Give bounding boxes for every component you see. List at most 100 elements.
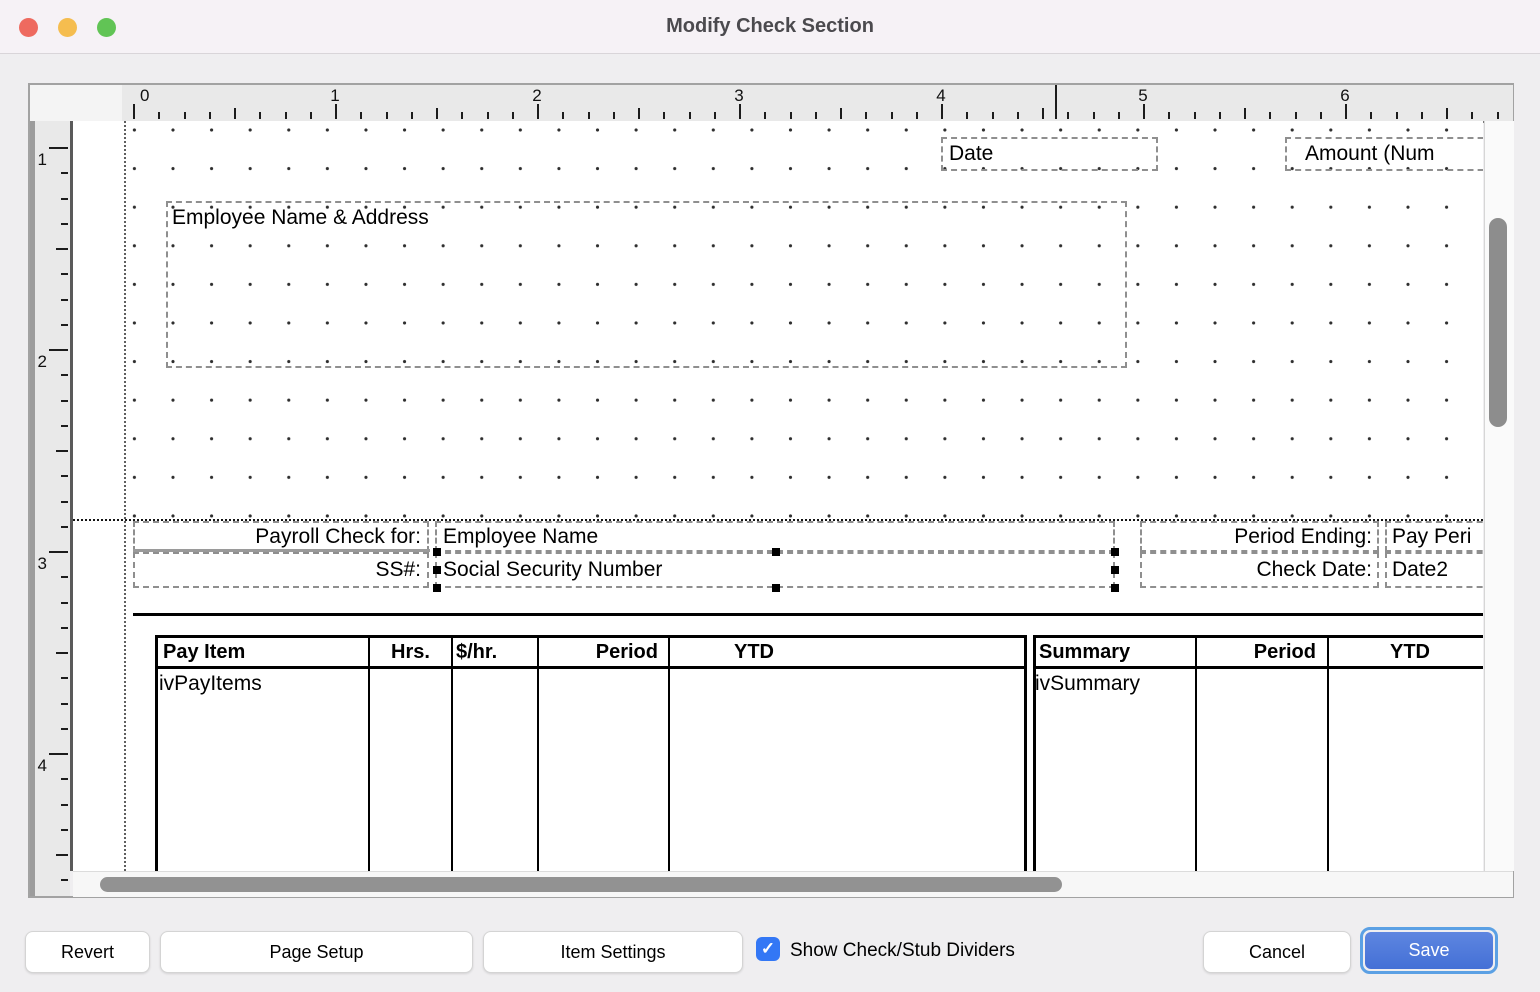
ruler-edge-strip: [30, 121, 35, 896]
v-ruler-tick: [61, 374, 68, 377]
v-ruler-tick: [49, 147, 68, 149]
v-ruler-tick: [61, 500, 68, 503]
horizontal-ruler: 0 1 2 3 4 5 6: [122, 85, 1513, 123]
ss-label[interactable]: SS#:: [133, 552, 429, 588]
pay-table-column-line: [537, 635, 539, 871]
v-ruler-tick: [61, 803, 68, 806]
h-ruler-tick: [941, 104, 943, 119]
save-button[interactable]: Save: [1360, 927, 1498, 974]
pay-table-header[interactable]: $/hr.: [456, 640, 498, 663]
check-stub-divider: [73, 519, 1483, 521]
selection-handle[interactable]: [1111, 584, 1119, 592]
revert-button[interactable]: Revert: [25, 931, 150, 973]
h-ruler-tick: [385, 112, 388, 119]
item-settings-button[interactable]: Item Settings: [483, 931, 743, 973]
h-ruler-tick: [663, 112, 666, 119]
pay-table-header[interactable]: YTD: [734, 640, 774, 663]
v-ruler-tick: [61, 197, 68, 200]
h-ruler-tick: [1370, 112, 1373, 119]
selection-handle[interactable]: [1111, 548, 1119, 556]
check-date-label[interactable]: Check Date:: [1140, 552, 1379, 588]
v-ruler-tick: [49, 551, 68, 553]
selection-handle[interactable]: [772, 548, 780, 556]
period-ending-label[interactable]: Period Ending:: [1140, 521, 1379, 552]
h-ruler-tick: [1395, 112, 1398, 119]
h-ruler-tick: [1269, 112, 1272, 119]
pay-table-row-value[interactable]: ivPayItems: [159, 672, 262, 695]
v-ruler-number: 3: [37, 554, 47, 573]
minimize-button-icon[interactable]: [58, 18, 77, 37]
selection-handle[interactable]: [772, 584, 780, 592]
close-button-icon[interactable]: [19, 18, 38, 37]
v-ruler-tick: [61, 702, 68, 705]
v-ruler-tick: [61, 172, 68, 175]
h-ruler-tick: [1471, 112, 1474, 119]
summary-table-row-value[interactable]: ivSummary: [1035, 672, 1141, 695]
h-ruler-tick: [1345, 104, 1347, 119]
v-ruler-tick: [61, 399, 68, 402]
margin-guide-line: [124, 121, 126, 871]
h-ruler-tick: [234, 108, 236, 119]
h-ruler-tick: [1496, 112, 1499, 119]
amount-field[interactable]: Amount (Num: [1285, 137, 1483, 171]
h-ruler-number: 0: [140, 86, 150, 105]
employee-address-field[interactable]: Employee Name & Address: [166, 201, 1127, 368]
v-ruler-tick: [61, 323, 68, 326]
h-ruler-tick: [259, 112, 262, 119]
summary-table-header[interactable]: YTD: [1390, 640, 1430, 663]
pay-table-header[interactable]: Period: [595, 640, 658, 663]
page-setup-button[interactable]: Page Setup: [160, 931, 473, 973]
h-ruler-tick: [789, 112, 792, 119]
h-ruler-tick: [840, 108, 842, 119]
selection-handle[interactable]: [433, 584, 441, 592]
h-ruler-number: 6: [1340, 86, 1350, 105]
payroll-check-for-label[interactable]: Payroll Check for:: [133, 521, 429, 552]
vertical-scrollbar-thumb[interactable]: [1489, 218, 1507, 427]
vertical-ruler: 1 2 3 4: [30, 121, 70, 896]
h-ruler-tick: [436, 108, 438, 119]
horizontal-scrollbar-thumb[interactable]: [100, 877, 1062, 892]
selection-handle[interactable]: [433, 548, 441, 556]
h-ruler-tick: [1016, 112, 1019, 119]
h-ruler-tick: [638, 108, 640, 119]
selection-handle[interactable]: [433, 566, 441, 574]
h-ruler-tick: [360, 112, 363, 119]
summary-table-header[interactable]: Summary: [1039, 640, 1131, 663]
h-ruler-number: 5: [1138, 86, 1148, 105]
label-underline: [133, 549, 430, 552]
ssn-field-selected[interactable]: Social Security Number: [435, 552, 1115, 588]
pay-table-header[interactable]: Pay Item: [163, 640, 246, 663]
v-ruler-tick: [61, 879, 68, 882]
h-ruler-number: 4: [936, 86, 946, 105]
pay-table-header[interactable]: Hrs.: [391, 640, 430, 663]
h-ruler-tick: [1067, 112, 1070, 119]
h-ruler-tick: [335, 104, 337, 119]
design-canvas[interactable]: Date Amount (Num Employee Name & Address…: [73, 121, 1483, 871]
h-ruler-tick: [739, 104, 741, 119]
h-ruler-tick: [1420, 112, 1423, 119]
check-date-field[interactable]: Date2: [1385, 552, 1483, 588]
save-button-face: Save: [1365, 932, 1493, 969]
date-field[interactable]: Date: [941, 137, 1158, 171]
selection-handle[interactable]: [1111, 566, 1119, 574]
v-ruler-tick: [61, 727, 68, 730]
h-ruler-tick: [612, 112, 615, 119]
h-ruler-tick: [410, 112, 413, 119]
v-ruler-tick: [61, 525, 68, 528]
h-ruler-tick: [486, 112, 489, 119]
period-ending-field[interactable]: Pay Peri: [1385, 521, 1483, 552]
cancel-button[interactable]: Cancel: [1203, 931, 1351, 973]
h-ruler-tick: [1117, 112, 1120, 119]
h-ruler-tick: [764, 112, 767, 119]
summary-table-header[interactable]: Period: [1253, 640, 1316, 663]
show-dividers-label[interactable]: Show Check/Stub Dividers: [790, 940, 1015, 961]
h-ruler-tick: [511, 112, 514, 119]
h-ruler-tick: [1092, 112, 1095, 119]
h-ruler-tick: [890, 112, 893, 119]
pay-table-column-line: [451, 635, 453, 871]
show-dividers-checkbox[interactable]: ✓: [756, 937, 780, 961]
stub-separator-line: [133, 613, 1483, 616]
zoom-button-icon[interactable]: [97, 18, 116, 37]
v-ruler-number: 4: [37, 756, 47, 775]
